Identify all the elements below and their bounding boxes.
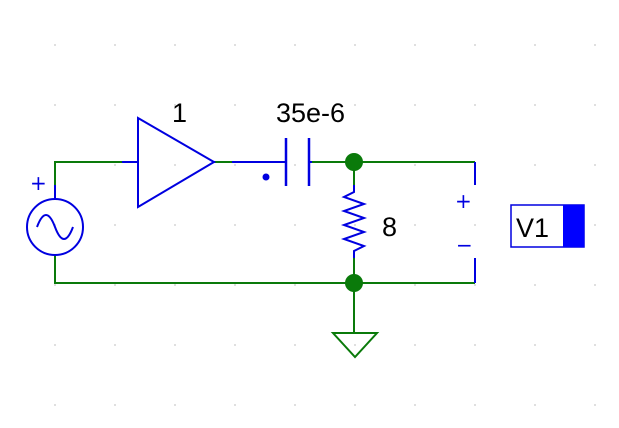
- grid-dot: [174, 344, 176, 346]
- grid-dot: [174, 164, 176, 166]
- grid-dot: [174, 224, 176, 226]
- grid-dot: [114, 224, 116, 226]
- grid-dot: [594, 44, 596, 46]
- grid-dot: [594, 284, 596, 286]
- grid-dot: [474, 224, 476, 226]
- grid-dot: [354, 344, 356, 346]
- sine-wave-icon: [36, 214, 74, 240]
- grid-dot: [234, 104, 236, 106]
- grid-dot: [294, 104, 296, 106]
- grid-dot: [414, 164, 416, 166]
- grid-dot: [354, 224, 356, 226]
- grid-dot: [114, 284, 116, 286]
- grid-dot: [414, 104, 416, 106]
- grid-dot: [294, 284, 296, 286]
- grid-dot: [534, 104, 536, 106]
- grid-dot: [414, 44, 416, 46]
- voltmeter-readout[interactable]: V1: [510, 204, 585, 248]
- grid-dot: [354, 104, 356, 106]
- grid-dot: [114, 404, 116, 406]
- grid-dot: [534, 164, 536, 166]
- wires: [54, 161, 475, 333]
- grid-dot: [474, 44, 476, 46]
- voltmeter-level-bar: [563, 205, 584, 247]
- resistor-value-label: 8: [382, 212, 397, 242]
- grid-dot: [234, 224, 236, 226]
- grid-dot: [594, 164, 596, 166]
- grid-dot: [414, 284, 416, 286]
- background-grid: [54, 44, 596, 406]
- voltmeter-name-label: V1: [516, 213, 549, 243]
- grid-dot: [294, 44, 296, 46]
- grid-dot: [234, 344, 236, 346]
- grid-dot: [414, 344, 416, 346]
- capacitor-polarity-dot: [262, 173, 270, 181]
- grid-dot: [234, 284, 236, 286]
- grid-dot: [294, 344, 296, 346]
- grid-dot: [474, 104, 476, 106]
- capacitor-value-label: 35e-6: [276, 98, 345, 128]
- junction-node-top[interactable]: [345, 153, 363, 171]
- grid-dot: [114, 104, 116, 106]
- wire-source-to-amp[interactable]: [54, 161, 122, 185]
- grid-dot: [114, 164, 116, 166]
- grid-dot: [174, 404, 176, 406]
- grid-dot: [414, 224, 416, 226]
- grid-dot: [294, 404, 296, 406]
- grid-dot: [534, 404, 536, 406]
- grid-dot: [174, 104, 176, 106]
- grid-dot: [414, 404, 416, 406]
- grid-dot: [594, 344, 596, 346]
- capacitor-symbol[interactable]: [232, 138, 312, 186]
- grid-dot: [114, 344, 116, 346]
- grid-dot: [114, 44, 116, 46]
- grid-dot: [534, 44, 536, 46]
- grid-dot: [594, 104, 596, 106]
- grid-dot: [234, 164, 236, 166]
- grid-dot: [54, 284, 56, 286]
- grid-dot: [294, 224, 296, 226]
- probe-plus-sign: +: [455, 189, 472, 213]
- grid-dot: [54, 104, 56, 106]
- junction-node-bottom[interactable]: [345, 274, 363, 292]
- resistor-symbol[interactable]: [340, 185, 368, 258]
- grid-dot: [474, 284, 476, 286]
- grid-dot: [234, 404, 236, 406]
- grid-dot: [594, 404, 596, 406]
- grid-dot: [474, 404, 476, 406]
- amplifier-symbol[interactable]: [122, 116, 216, 209]
- grid-dot: [54, 404, 56, 406]
- probe-minus-sign: −: [456, 233, 473, 257]
- ground-symbol[interactable]: [330, 332, 380, 359]
- grid-dot: [294, 164, 296, 166]
- ac-voltage-source[interactable]: [26, 185, 84, 256]
- grid-dot: [234, 44, 236, 46]
- grid-dot: [174, 44, 176, 46]
- wire-ground-return[interactable]: [54, 255, 475, 284]
- grid-dot: [354, 404, 356, 406]
- grid-dot: [54, 44, 56, 46]
- grid-dot: [174, 284, 176, 286]
- source-plus-sign: +: [30, 171, 47, 195]
- grid-dot: [594, 224, 596, 226]
- grid-dot: [474, 344, 476, 346]
- grid-dot: [354, 44, 356, 46]
- grid-dot: [54, 344, 56, 346]
- amplifier-gain-label: 1: [172, 98, 187, 128]
- grid-dot: [534, 284, 536, 286]
- grid-dot: [534, 344, 536, 346]
